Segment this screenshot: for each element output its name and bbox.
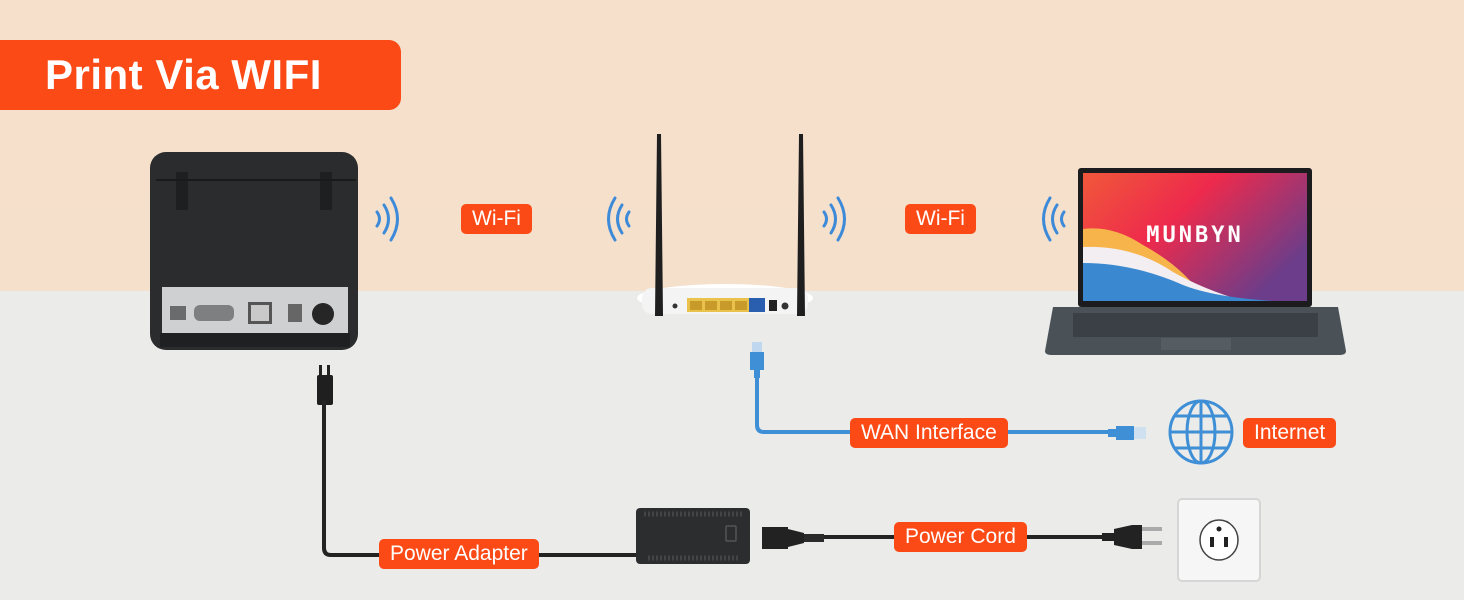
ethernet-connector-icon bbox=[1108, 424, 1148, 442]
wifi-signal-icon bbox=[373, 196, 403, 242]
label-power-adapter: Power Adapter bbox=[379, 539, 539, 569]
wall-outlet-icon bbox=[1176, 497, 1262, 583]
adapter-cable bbox=[570, 553, 640, 557]
wifi-router bbox=[630, 130, 820, 330]
label-wifi-left: Wi-Fi bbox=[461, 204, 532, 234]
globe-icon bbox=[1167, 398, 1235, 466]
plug-icon bbox=[1102, 521, 1164, 553]
printer-power-cable bbox=[322, 400, 640, 557]
wan-cable bbox=[755, 375, 1110, 434]
lan-ports bbox=[687, 298, 749, 312]
ethernet-connector-icon bbox=[748, 342, 766, 378]
usb-port bbox=[170, 306, 186, 320]
page-title: Print Via WIFI bbox=[0, 40, 401, 110]
wifi-signal-icon bbox=[1038, 196, 1068, 242]
label-wifi-right: Wi-Fi bbox=[905, 204, 976, 234]
label-wan-interface: WAN Interface bbox=[850, 418, 1008, 448]
laptop-screen-text: MUNBYN bbox=[1146, 223, 1244, 248]
wan-port bbox=[749, 298, 765, 312]
antenna-right bbox=[797, 134, 805, 316]
power-adapter bbox=[634, 506, 752, 566]
printer-power-plug-icon bbox=[314, 365, 336, 415]
laptop: MUNBYN bbox=[1043, 167, 1348, 359]
antenna-left bbox=[655, 134, 663, 316]
label-internet: Internet bbox=[1243, 418, 1337, 448]
iec-connector-icon bbox=[762, 525, 824, 551]
wifi-signal-icon bbox=[603, 196, 633, 242]
wifi-signal-icon bbox=[820, 196, 850, 242]
receipt-printer bbox=[148, 150, 360, 355]
label-power-cord: Power Cord bbox=[894, 522, 1027, 552]
serial-port bbox=[194, 305, 234, 321]
